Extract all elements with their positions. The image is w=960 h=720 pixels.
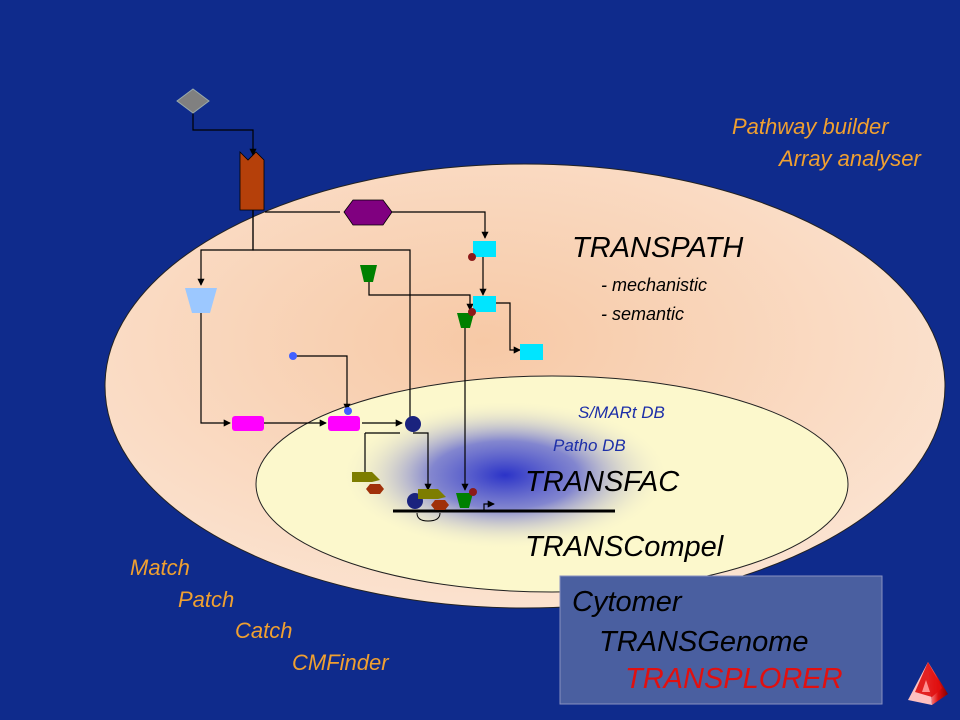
cyan-protein-icon [473, 296, 496, 312]
brown-hexagon-icon [366, 484, 384, 494]
transpath-title: TRANSPATH [572, 232, 743, 264]
olive-factor-icon [418, 489, 446, 499]
green-kinase-icon [360, 265, 377, 282]
transpath-feature: - semantic [601, 304, 684, 324]
products-box [559, 575, 883, 705]
magenta-protein-icon [232, 416, 264, 431]
phospho-dot [468, 308, 476, 316]
binding-site-brace [416, 512, 441, 522]
logo-pyramid-icon [908, 662, 948, 705]
olive-factor-icon [352, 472, 380, 482]
blue-ligand-dot [289, 352, 297, 360]
receptor-icon [239, 151, 265, 211]
transfac-label: TRANSFAC [525, 466, 680, 498]
tool-patch: Patch [178, 587, 234, 612]
smart-db-label: S/MARt DB [578, 403, 665, 422]
tool-pathway-builder: Pathway builder [732, 114, 890, 139]
patho-db-label: Patho DB [553, 436, 626, 455]
phospho-dot [469, 488, 477, 496]
product-cytomer: Cytomer [572, 586, 683, 618]
trapezoid-icon [185, 288, 217, 313]
tool-array-analyser: Array analyser [777, 146, 923, 171]
transpath-feature: - mechanistic [601, 275, 707, 295]
pathway-connections [192, 113, 521, 491]
tool-match: Match [130, 555, 190, 580]
diamond-icon [176, 88, 210, 114]
transcompel-label: TRANSCompel [525, 531, 725, 563]
cyan-protein-icon [520, 344, 543, 360]
transcription-start-arrow [483, 500, 495, 512]
cyan-protein-icon [473, 241, 496, 257]
green-kinase-icon [456, 493, 473, 508]
product-transplorer: TRANSPLORER [625, 663, 843, 695]
blue-ligand-dot [344, 407, 352, 415]
tool-catch: Catch [235, 618, 292, 643]
tool-cmfinder: CMFinder [292, 650, 390, 675]
green-kinase-icon [457, 313, 474, 328]
product-transgenome: TRANSGenome [599, 626, 809, 658]
phospho-dot [468, 253, 476, 261]
navy-factor-icon [405, 416, 421, 432]
magenta-protein-icon [328, 416, 360, 431]
hexagon-icon [343, 199, 393, 226]
brown-hexagon-icon [431, 500, 449, 510]
